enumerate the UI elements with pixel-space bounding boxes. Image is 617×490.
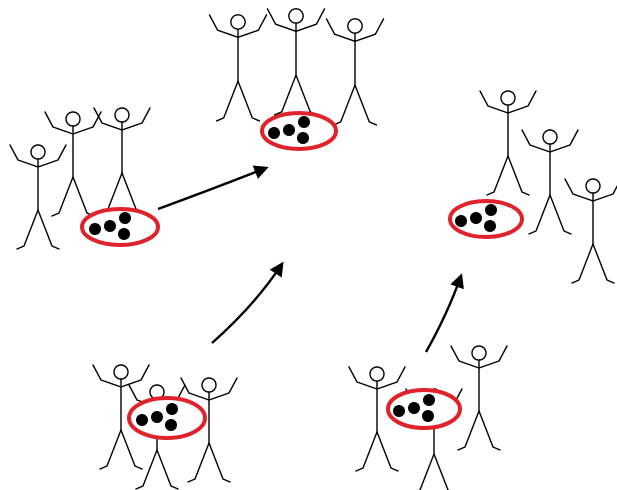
ball-icon	[166, 403, 178, 415]
ring-icon	[127, 396, 207, 440]
figures-layer	[9, 8, 617, 490]
ball-icon	[283, 124, 295, 136]
stick-figure-icon	[479, 90, 537, 196]
stick-figure-icon	[44, 111, 102, 217]
ball-icon	[470, 212, 482, 224]
ball-icon	[455, 215, 467, 227]
ball-icon	[104, 220, 116, 232]
ball-icon	[165, 419, 177, 431]
ball-icon	[119, 212, 131, 224]
stick-figure-icon	[450, 345, 508, 451]
ball-icon	[484, 220, 496, 232]
stick-figure-icon	[348, 366, 406, 472]
stick-figure-icon	[564, 178, 617, 284]
arrow-icon	[157, 165, 269, 211]
arrow-icon	[211, 261, 284, 344]
ring-icon	[80, 207, 160, 247]
ring-icon	[260, 111, 338, 151]
ball-icon	[297, 132, 309, 144]
ball-icon	[485, 204, 497, 216]
ring-icon	[448, 199, 524, 239]
arrows-layer	[157, 165, 464, 353]
ball-icon	[298, 116, 310, 128]
stick-figure-icon	[521, 129, 579, 235]
ball-icon	[408, 402, 420, 414]
stick-figure-icon	[93, 107, 151, 213]
ball-icon	[151, 411, 163, 423]
ball-icon	[136, 414, 148, 426]
stick-figure-icon	[208, 14, 268, 122]
stick-figure-icon	[266, 8, 326, 116]
rings-layer	[80, 111, 524, 440]
ball-icon	[393, 405, 405, 417]
ball-icon	[423, 394, 435, 406]
ball-icon	[89, 223, 101, 235]
ball-icon	[422, 410, 434, 422]
arrow-icon	[424, 273, 464, 353]
ball-icon	[118, 228, 130, 240]
stick-figure-icon	[9, 144, 67, 250]
ring-icon	[386, 388, 462, 430]
stick-figure-icon	[180, 377, 238, 483]
ball-icon	[268, 127, 280, 139]
stick-figure-icon	[325, 18, 385, 126]
stick-figure-icon	[92, 364, 150, 470]
